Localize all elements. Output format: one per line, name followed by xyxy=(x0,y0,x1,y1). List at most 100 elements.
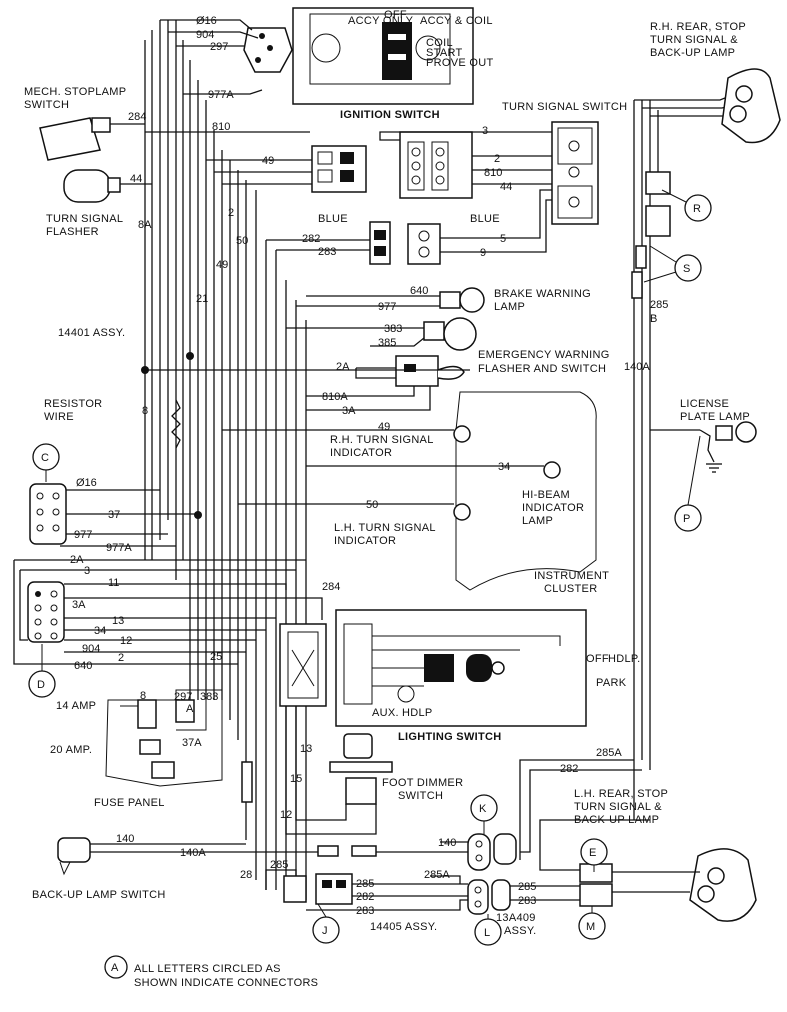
wire-49: 49 xyxy=(262,155,274,167)
wire-b: B xyxy=(650,313,657,325)
foot-dimmer-label-2: SWITCH xyxy=(398,790,443,802)
wire-49-vert: 49 xyxy=(216,259,228,271)
connector-r: R xyxy=(693,203,701,215)
fuse-panel-label: FUSE PANEL xyxy=(94,797,165,809)
ign-off: OFF xyxy=(384,9,407,21)
wire-904: 904 xyxy=(196,29,214,41)
ls-aux: AUX. xyxy=(372,707,399,719)
wire-977a2: 977A xyxy=(106,542,132,554)
mech-stoplamp-label-2: SWITCH xyxy=(24,99,69,111)
wire-3a: 3A xyxy=(342,405,356,417)
wire-282: 282 xyxy=(302,233,320,245)
connector-s: S xyxy=(683,263,691,275)
wire-34b: 34 xyxy=(94,625,106,637)
wire-283: 283 xyxy=(318,246,336,258)
blue-label-2: BLUE xyxy=(470,213,500,225)
wire-37: 37 xyxy=(108,509,120,521)
turn-signal-flasher-label: TURN SIGNAL xyxy=(46,213,123,225)
ign-coil: COIL xyxy=(426,37,453,49)
wire-8a: 8A xyxy=(138,219,152,231)
hibeam-label: HI-BEAM xyxy=(522,489,570,501)
harness-verticals xyxy=(144,20,307,900)
center-connector xyxy=(279,623,327,707)
wire-284: 284 xyxy=(128,111,146,123)
wire-282c: 282 xyxy=(356,891,374,903)
assy-14405-label: 14405 ASSY. xyxy=(370,921,437,933)
fuse-20amp: 20 AMP. xyxy=(50,744,92,756)
ignition-wires xyxy=(160,19,263,95)
right-harness xyxy=(631,91,741,820)
wire-34: 34 xyxy=(498,461,510,473)
assy-13a409-label-2: ASSY. xyxy=(504,925,537,937)
legend-line1: ALL LETTERS CIRCLED AS xyxy=(134,963,281,975)
license-plate-lamp xyxy=(715,421,757,443)
assy-14401-label: 14401 ASSY. xyxy=(58,327,125,339)
brake-warning-label-2: LAMP xyxy=(494,301,525,313)
connector-c-block xyxy=(29,483,67,545)
wire-3b: 3 xyxy=(84,565,90,577)
wire-383b: 383 xyxy=(200,691,218,703)
rh-rear-lamp-label-2: TURN SIGNAL & xyxy=(650,34,738,46)
wire-284b: 284 xyxy=(322,581,340,593)
wire-016: Ø16 xyxy=(196,15,217,27)
wire-8: 8 xyxy=(142,405,148,417)
rh-rear-lamp-label-3: BACK-UP LAMP xyxy=(650,47,735,59)
wire-285a2: 285A xyxy=(424,869,450,881)
turn-signal-switch xyxy=(399,121,599,225)
wire-977b: 977 xyxy=(74,529,92,541)
wire-977a: 977A xyxy=(208,89,234,101)
lh-rear-lamp xyxy=(579,848,757,922)
rh-indicator-label-2: INDICATOR xyxy=(330,447,392,459)
rh-indicator-label: R.H. TURN SIGNAL xyxy=(330,434,434,446)
ls-off: OFF xyxy=(586,653,609,665)
wire-285a: 285A xyxy=(596,747,622,759)
turn-signal-flasher-label-2: FLASHER xyxy=(46,226,99,238)
wire-140: 140 xyxy=(116,833,134,845)
wire-21: 21 xyxy=(196,293,208,305)
wire-140a2: 140A xyxy=(180,847,206,859)
ign-accy-only: ACCY ONLY xyxy=(348,15,414,27)
wire-49-rh: 49 xyxy=(378,421,390,433)
instrument-cluster xyxy=(453,391,597,591)
rh-rear-lamp-label: R.H. REAR, STOP xyxy=(650,21,746,33)
connector-j-block xyxy=(283,873,353,905)
hibeam-label-2: INDICATOR xyxy=(522,502,584,514)
emergency-label-2: FLASHER AND SWITCH xyxy=(478,363,606,375)
connector-l: L xyxy=(484,927,490,939)
connector-p: P xyxy=(683,513,691,525)
brake-warning-lamp xyxy=(439,287,485,313)
wire-50b: 50 xyxy=(366,499,378,511)
wire-904b: 904 xyxy=(82,643,100,655)
wire-385: 385 xyxy=(378,337,396,349)
emergency-flasher xyxy=(395,355,465,387)
wire-285d: 285 xyxy=(518,881,536,893)
connector-k-block xyxy=(467,833,517,871)
wire-13b: 13 xyxy=(300,743,312,755)
wire-2: 2 xyxy=(228,207,234,219)
fuse-14amp: 14 AMP xyxy=(56,700,96,712)
ls-hdlp2: HDLP xyxy=(402,707,433,719)
wire-810: 810 xyxy=(212,121,230,133)
wire-9: 9 xyxy=(480,247,486,259)
brake-warning-label: BRAKE WARNING xyxy=(494,288,591,300)
turn-signal-switch-label: TURN SIGNAL SWITCH xyxy=(502,101,627,113)
wire-25: 25 xyxy=(210,651,222,663)
wire-016b: Ø16 xyxy=(76,477,97,489)
ign-prove-out: PROVE OUT xyxy=(426,57,494,69)
wire-297b: 297 xyxy=(174,691,192,703)
lh-rear-lamp-label-2: TURN SIGNAL & xyxy=(574,801,662,813)
mech-stoplamp-switch xyxy=(39,117,145,161)
wire-640b: 640 xyxy=(74,660,92,672)
emergency-label: EMERGENCY WARNING xyxy=(478,349,610,361)
small-connector-282 xyxy=(369,221,391,265)
lighting-switch xyxy=(335,609,587,727)
wire-2a2: 2A xyxy=(70,554,84,566)
wire-283b: 283 xyxy=(356,905,374,917)
wire-282b: 282 xyxy=(560,763,578,775)
legend-line2: SHOWN INDICATE CONNECTORS xyxy=(134,977,318,989)
wire-12: 12 xyxy=(120,635,132,647)
wire-810b: 810 xyxy=(484,167,502,179)
wire-8b: 8 xyxy=(140,690,146,702)
wire-140b: 140 xyxy=(438,837,456,849)
